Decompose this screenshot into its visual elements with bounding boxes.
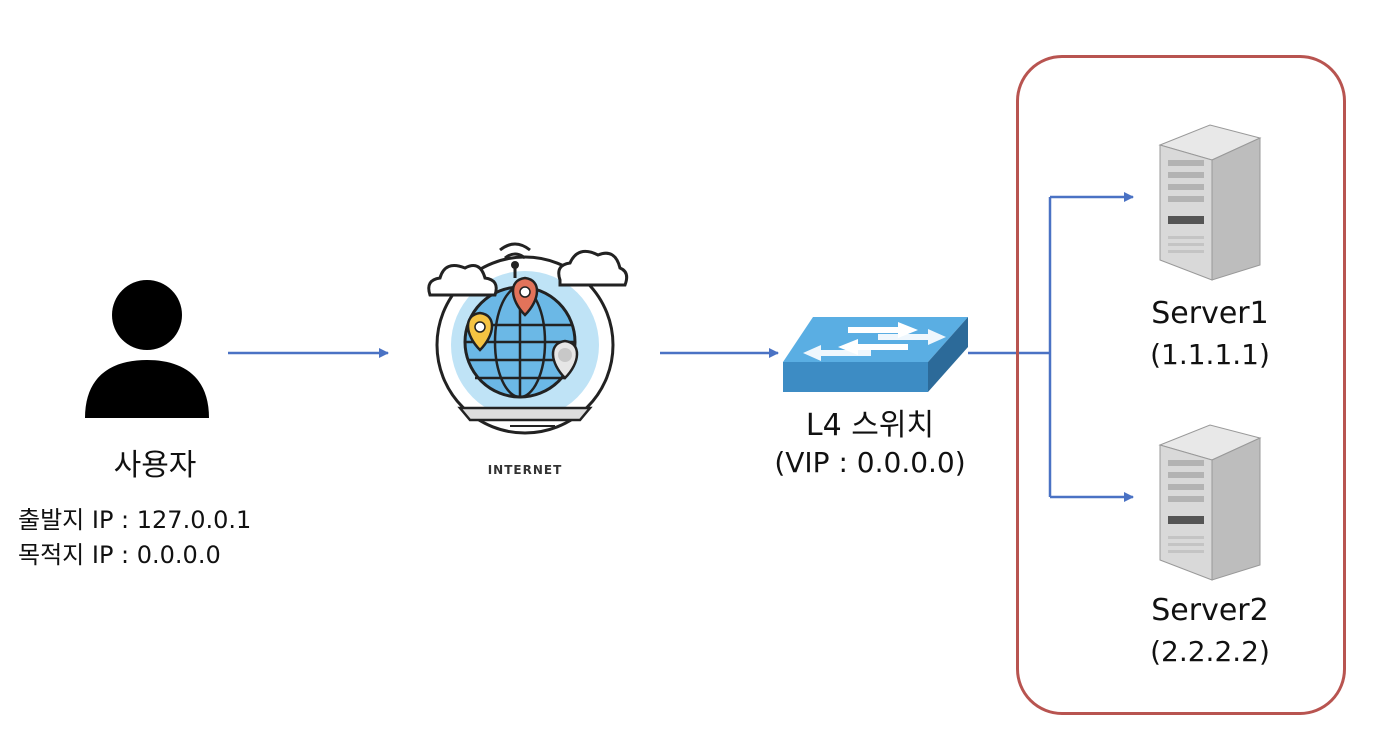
server1-name: Server1 [1151,296,1269,331]
person-icon [85,280,209,418]
server1-ip: (1.1.1.1) [1150,338,1270,371]
network-switch-icon [783,317,968,392]
user-title: 사용자 [113,448,197,483]
globe-internet-icon [427,242,629,435]
server2-ip: (2.2.2.2) [1150,635,1270,668]
switch-name: L4 스위치 [805,408,935,443]
server-tower-icon [1158,424,1262,581]
destination-ip-text: 목적지 IP : 0.0.0.0 [18,541,221,569]
server-group-box [1016,55,1346,715]
internet-caption: INTERNET [487,463,563,477]
source-ip-text: 출발지 IP : 127.0.0.1 [18,506,252,534]
server-tower-icon [1158,124,1262,281]
server2-name: Server2 [1151,593,1269,628]
switch-vip: (VIP : 0.0.0.0) [774,446,966,479]
